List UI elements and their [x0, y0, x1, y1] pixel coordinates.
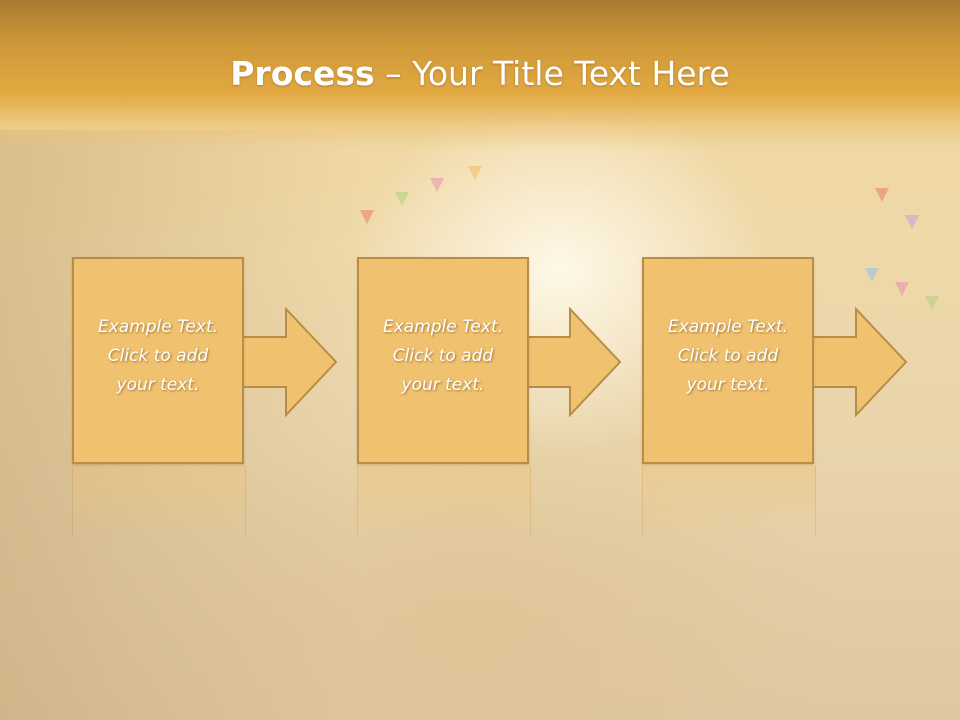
bunting-flag — [865, 268, 879, 282]
bunting-flag — [905, 215, 919, 229]
title-band — [0, 0, 960, 150]
bunting-flag — [895, 282, 909, 296]
step-3-text: Example Text. Click to add your text. — [667, 317, 789, 395]
step-1-arrow-icon — [238, 307, 338, 417]
step-2-arrow-icon — [522, 307, 622, 417]
step-3-box[interactable]: Example Text. Click to add your text. — [642, 257, 814, 464]
step-1-box[interactable]: Example Text. Click to add your text. — [72, 257, 244, 464]
bunting-flag — [925, 296, 939, 310]
step-3-reflection — [642, 466, 816, 536]
step-2-box[interactable]: Example Text. Click to add your text. — [357, 257, 529, 464]
step-1-text: Example Text. Click to add your text. — [97, 317, 219, 395]
bunting-flag — [360, 210, 374, 224]
bunting-flag — [468, 166, 482, 180]
bunting-flag — [430, 178, 444, 192]
title-bold: Process — [230, 54, 375, 93]
slide-title[interactable]: Process – Your Title Text Here — [0, 54, 960, 93]
bunting-flag — [875, 188, 889, 202]
title-rest: – Your Title Text Here — [374, 54, 730, 93]
bunting-flag — [395, 192, 409, 206]
step-1-reflection — [72, 466, 246, 536]
step-2-text: Example Text. Click to add your text. — [382, 317, 504, 395]
step-3-arrow-icon — [808, 307, 908, 417]
step-2-reflection — [357, 466, 531, 536]
